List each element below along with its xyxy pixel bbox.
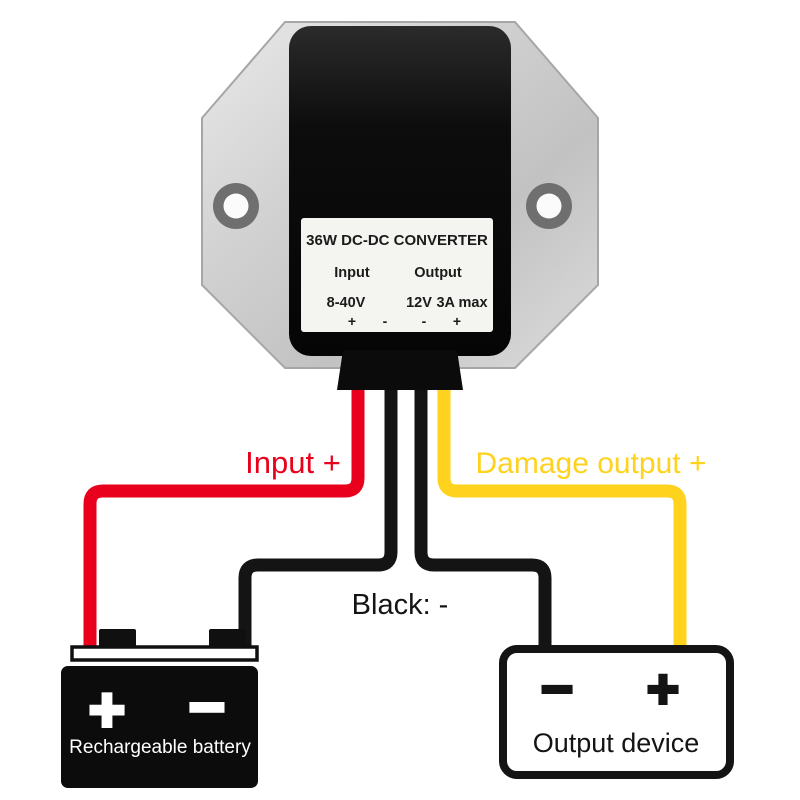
battery-body (61, 666, 258, 788)
battery-plus-symbol: + (89, 676, 125, 745)
wire-red-input-positive (83, 384, 365, 656)
converter-output-label: Output (414, 265, 462, 281)
converter-polarity-3: - (422, 313, 427, 329)
output-device: − + Output device (499, 645, 734, 779)
converter-wire-connector (337, 350, 463, 390)
battery-minus-symbol: − (189, 673, 225, 742)
output-device-box (499, 645, 734, 779)
converter-polarity-4: + (453, 313, 461, 329)
converter-input-label: Input (334, 265, 370, 281)
output-plus-symbol: + (647, 657, 680, 720)
screw-hole-left (213, 183, 259, 229)
wire-yellow-output-positive (437, 384, 687, 655)
wire-black-negative-left (238, 384, 398, 652)
label-input-plus: Input + (245, 445, 341, 480)
label-black-minus: Black: - (352, 589, 449, 621)
battery-terminal-right (209, 629, 246, 648)
output-device-label: Output device (533, 728, 700, 758)
converter-input-range: 8-40V (327, 295, 366, 311)
label-damage-output-plus: Damage output + (476, 447, 707, 480)
converter-spec-label (301, 218, 493, 332)
screw-hole-right (526, 183, 572, 229)
battery-label: Rechargeable battery (69, 737, 251, 758)
battery-lid (70, 645, 259, 662)
converter-polarity-1: + (348, 313, 356, 329)
converter-title: 36W DC-DC CONVERTER (306, 232, 488, 249)
output-minus-symbol: − (541, 657, 574, 720)
wire-black-negative-right (414, 384, 552, 655)
converter-polarity-2: - (383, 313, 388, 329)
converter-output-voltage: 12V (406, 295, 432, 311)
battery-terminal-left (99, 629, 136, 648)
rechargeable-battery: + − Rechargeable battery (61, 629, 259, 788)
converter-output-current: 3A max (436, 295, 487, 311)
